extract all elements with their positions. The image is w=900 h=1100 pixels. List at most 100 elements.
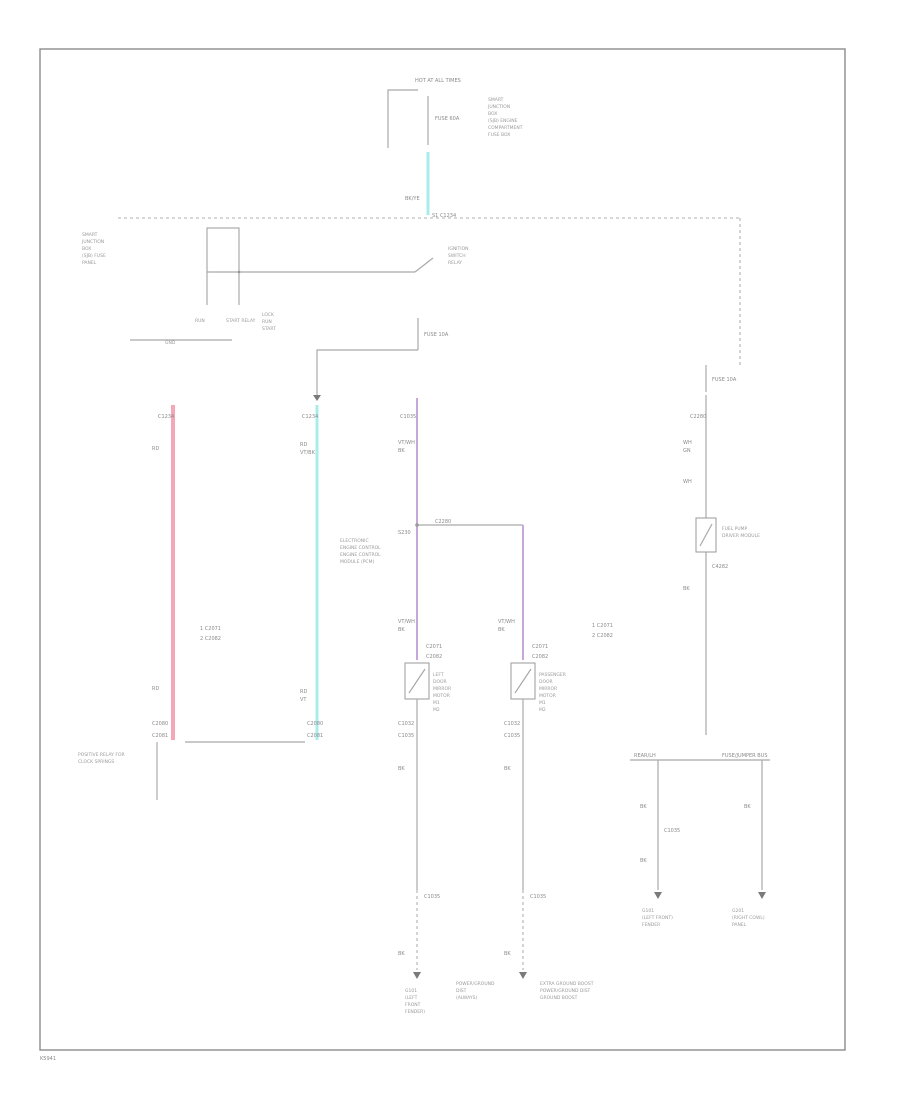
svg-text:BK: BK <box>498 627 505 633</box>
svg-text:1 C2071: 1 C2071 <box>200 626 221 632</box>
center-splice-label: ELECTRONIC ENGINE CONTROL ENGINE CONTROL… <box>340 538 381 565</box>
svg-text:C1032: C1032 <box>504 721 520 727</box>
svg-text:BOX: BOX <box>82 246 91 252</box>
svg-text:PANEL: PANEL <box>732 922 747 928</box>
svg-text:START: START <box>262 326 276 332</box>
right-motor-pin-b: C2082 <box>532 654 548 660</box>
svg-text:PANEL: PANEL <box>82 260 97 266</box>
svg-text:WH: WH <box>683 440 692 446</box>
start-label: START RELAY <box>226 318 256 324</box>
svg-text:IGNITION: IGNITION <box>448 246 469 252</box>
center-bottom-conn: C1032 C1035 <box>398 721 414 739</box>
svg-text:GN: GN <box>683 448 691 454</box>
mid-wire-low: RD VT <box>300 689 307 703</box>
svg-text:DOOR: DOOR <box>539 679 553 685</box>
right-fuse-label: FUSE 10A <box>712 377 737 383</box>
svg-text:(SJB) ENGINE: (SJB) ENGINE <box>488 118 518 124</box>
far-right-header-left: REAR/LH <box>634 753 656 759</box>
center-left-wire-label: VT/WH BK <box>398 619 415 633</box>
far-right-gnd-b-label: G201 (RIGHT COWL) PANEL <box>732 908 765 928</box>
right-conn-mid: C4282 <box>712 564 728 570</box>
svg-text:BOX: BOX <box>488 111 497 117</box>
svg-text:FENDER): FENDER) <box>405 1009 425 1015</box>
ignition-switch-label: IGNITION SWITCH RELAY <box>448 246 469 266</box>
svg-text:M1: M1 <box>539 700 546 706</box>
svg-text:CLOCK SPRINGS: CLOCK SPRINGS <box>78 759 114 765</box>
top-fuse-label: FUSE 60A <box>435 116 460 122</box>
svg-text:MOTOR: MOTOR <box>433 693 450 699</box>
center-low-conn: C1035 <box>424 894 440 900</box>
svg-text:2 C2082: 2 C2082 <box>200 636 221 642</box>
center-low-wire: BK <box>398 766 405 772</box>
far-right-wire-b: BK <box>640 858 647 864</box>
svg-text:VT/WH: VT/WH <box>398 440 415 446</box>
top-wire-color: BK/YE <box>405 196 420 202</box>
top-splice-label: S1 C1234 <box>432 213 456 219</box>
svg-text:LOCK: LOCK <box>262 312 275 318</box>
center-right-wire-label: VT/WH BK <box>498 619 515 633</box>
svg-text:M1: M1 <box>433 700 440 706</box>
right-motor-symbol <box>514 668 532 694</box>
svg-text:DIST: DIST <box>456 988 467 994</box>
right-diode-label: FUEL PUMP DRIVER MODULE <box>722 526 760 539</box>
left-bottom-label: POSITIVE RELAY FOR CLOCK SPRINGS <box>78 752 125 765</box>
center-splice-node <box>415 523 419 527</box>
svg-text:G201: G201 <box>732 908 744 914</box>
svg-text:VT/WH: VT/WH <box>398 619 415 625</box>
right-mid-connector-labels: 1 C2071 2 C2082 <box>592 623 613 639</box>
right-ground-far-label: EXTRA GROUND BOOST POWER/GROUND DIST GRO… <box>540 981 594 1001</box>
svg-text:VT/WH: VT/WH <box>498 619 515 625</box>
ground-label: GND <box>165 340 176 346</box>
svg-text:COMPARTMENT: COMPARTMENT <box>488 125 523 131</box>
right-low-wire: BK <box>504 766 511 772</box>
top-fuse-header: HOT AT ALL TIMES <box>415 78 461 84</box>
lock-run-start-label: LOCK RUN START <box>262 312 276 332</box>
svg-text:DRIVER MODULE: DRIVER MODULE <box>722 533 760 539</box>
far-right-wire-c: BK <box>744 804 751 810</box>
center-splice: S230 <box>398 530 411 536</box>
svg-text:RD: RD <box>300 442 307 448</box>
left-wire-low: RD <box>152 686 159 692</box>
svg-text:C2080: C2080 <box>152 721 168 727</box>
top-bracket <box>387 89 418 148</box>
relay-contact <box>414 257 434 273</box>
right-motor-pin-a: C2071 <box>532 644 548 650</box>
svg-text:BK: BK <box>398 448 405 454</box>
corner-code: K5941 <box>40 1056 56 1062</box>
left-block-label: SMART JUNCTION BOX (SJB) FUSE PANEL <box>81 232 106 266</box>
ignition-switch-box <box>206 227 240 273</box>
mid-bottom-conn: C2080 C2081 <box>307 721 323 739</box>
svg-text:EXTRA GROUND BOOST: EXTRA GROUND BOOST <box>540 981 594 987</box>
svg-text:G101: G101 <box>405 988 417 994</box>
middle-feed-arrow <box>313 395 321 401</box>
right-wire-mid: WH <box>683 479 692 485</box>
svg-text:1 C2071: 1 C2071 <box>592 623 613 629</box>
right-wire-top: WH GN <box>683 440 692 454</box>
svg-text:MOTOR: MOTOR <box>539 693 556 699</box>
run-label: RUN <box>195 318 205 324</box>
svg-text:BK: BK <box>398 627 405 633</box>
center-left-ground-arrow <box>413 972 421 979</box>
far-right-header-right: FUSE/JUMPER BUS <box>722 753 768 759</box>
center-right-ground-arrow <box>519 972 527 979</box>
svg-text:C2080: C2080 <box>307 721 323 727</box>
svg-text:MIRROR: MIRROR <box>433 686 451 692</box>
svg-text:C1035: C1035 <box>504 733 520 739</box>
svg-text:C1032: C1032 <box>398 721 414 727</box>
svg-text:ENGINE CONTROL: ENGINE CONTROL <box>340 545 381 551</box>
diagram-frame <box>39 48 846 1051</box>
svg-text:FUEL PUMP: FUEL PUMP <box>722 526 748 532</box>
right-wire-low: BK <box>683 586 690 592</box>
svg-text:RELAY: RELAY <box>448 260 462 266</box>
svg-text:(ALWAYS): (ALWAYS) <box>456 995 477 1001</box>
svg-text:MIRROR: MIRROR <box>539 686 557 692</box>
left-conn-top: C1234 <box>158 414 174 420</box>
svg-text:2 C2082: 2 C2082 <box>592 633 613 639</box>
svg-text:RD: RD <box>300 689 307 695</box>
center-wire-top: VT/WH BK <box>398 440 415 454</box>
svg-text:M2: M2 <box>539 707 546 713</box>
top-right-block-label: SMART JUNCTION BOX (SJB) ENGINE COMPARTM… <box>487 97 523 138</box>
svg-text:C2081: C2081 <box>307 733 323 739</box>
switch-node <box>237 270 241 274</box>
